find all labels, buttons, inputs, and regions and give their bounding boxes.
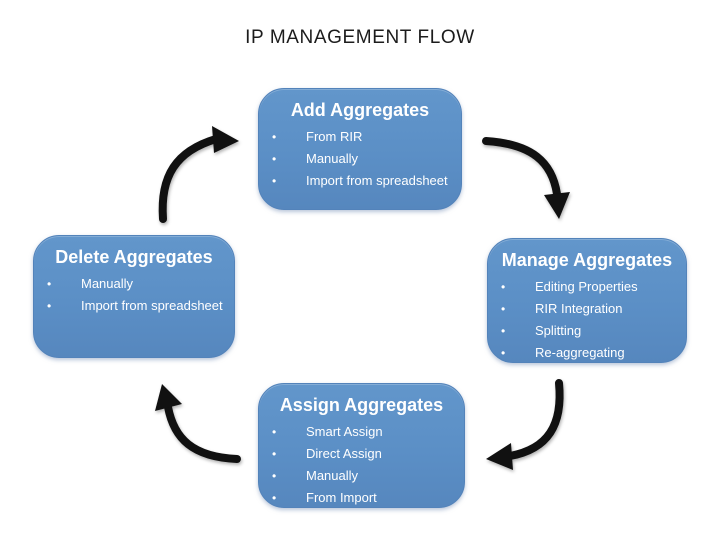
list-item-label: Editing Properties — [535, 279, 638, 294]
list-item: • Manually — [34, 273, 234, 295]
node-delete-aggregates: Delete Aggregates • Manually • Import from… — [33, 235, 235, 358]
node-title: Assign Aggregates — [279, 395, 444, 415]
bullet-icon: • — [272, 469, 277, 483]
list-item-label: Re-aggregating — [535, 345, 625, 360]
bullet-icon: • — [272, 447, 277, 461]
bullet-icon: • — [272, 491, 277, 505]
arrow-manage-to-assign — [486, 379, 564, 470]
list-item: • RIR Integration — [488, 298, 686, 320]
list-item-label: Manually — [306, 468, 359, 483]
node-title: Delete Aggregates — [55, 247, 213, 267]
bullet-icon: • — [501, 280, 506, 294]
bullet-icon: • — [272, 174, 277, 188]
list-item: • Import from spreadsheet — [34, 295, 234, 317]
bullet-icon: • — [501, 324, 506, 338]
list-item: • Editing Properties — [488, 276, 686, 298]
node-bullet-list: • Editing Properties • RIR Integration • Sp… — [488, 276, 686, 364]
list-item: • Smart Assign — [259, 421, 464, 443]
list-item-label: From Import — [306, 490, 377, 505]
arrow-add-to-manage — [482, 137, 570, 219]
bullet-icon: • — [501, 346, 506, 360]
list-item: • Manually — [259, 465, 464, 487]
node-bullet-list: • Smart Assign • Direct Assign • Manually •… — [259, 421, 464, 509]
bullet-icon: • — [47, 277, 52, 291]
node-assign-aggregates: Assign Aggregates • Smart Assign • Direct … — [258, 383, 465, 508]
bullet-icon: • — [501, 302, 506, 316]
diagram-title: IP MANAGEMENT FLOW — [245, 27, 475, 48]
list-item: • Direct Assign — [259, 443, 464, 465]
list-item-label: Direct Assign — [306, 446, 382, 461]
list-item-label: Splitting — [535, 323, 582, 338]
list-item-label: Smart Assign — [306, 424, 383, 439]
bullet-icon: • — [272, 130, 277, 144]
list-item: • Manually — [259, 148, 461, 170]
list-item-label: Manually — [306, 151, 359, 166]
bullet-icon: • — [272, 152, 277, 166]
bullet-icon: • — [272, 425, 277, 439]
bullet-icon: • — [47, 299, 52, 313]
list-item: • Splitting — [488, 320, 686, 342]
list-item-label: RIR Integration — [535, 301, 623, 316]
list-item-label: From RIR — [306, 129, 363, 144]
node-title: Manage Aggregates — [501, 250, 673, 270]
list-item-label: Import from spreadsheet — [81, 298, 223, 313]
arrow-assign-to-delete — [155, 384, 241, 463]
arrow-delete-to-add — [158, 126, 239, 223]
node-bullet-list: • From RIR • Manually • Import from spreads… — [259, 126, 461, 192]
list-item: • From Import — [259, 487, 464, 509]
node-manage-aggregates: Manage Aggregates • Editing Properties • R… — [487, 238, 687, 363]
list-item: • Re-aggregating — [488, 342, 686, 364]
list-item: • Import from spreadsheet — [259, 170, 461, 192]
node-bullet-list: • Manually • Import from spreadsheet — [34, 273, 234, 317]
list-item-label: Import from spreadsheet — [306, 173, 448, 188]
list-item-label: Manually — [81, 276, 134, 291]
node-add-aggregates: Add Aggregates • From RIR • Manually • Impo… — [258, 88, 462, 210]
node-title: Add Aggregates — [290, 100, 430, 120]
list-item: • From RIR — [259, 126, 461, 148]
